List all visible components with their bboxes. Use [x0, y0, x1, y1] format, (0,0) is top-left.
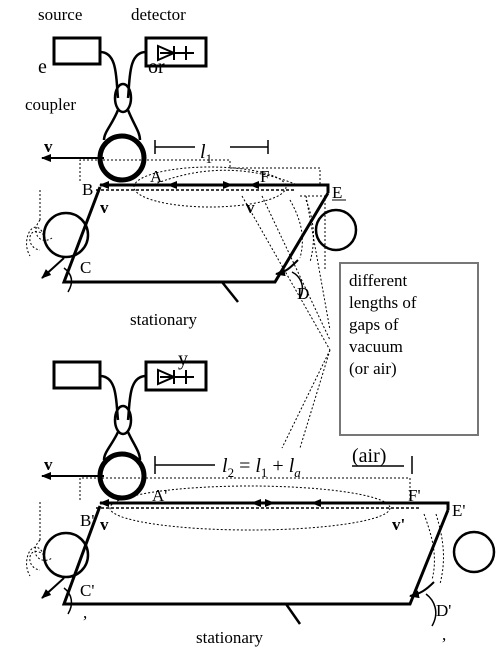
- detector-label: detector: [131, 5, 186, 24]
- fiber-spool: [97, 133, 147, 183]
- stray-y: y: [178, 348, 188, 370]
- caption-stationary-top: stationary: [130, 310, 198, 329]
- comma-right: ,: [442, 625, 446, 644]
- fiber-spool-bottom: [97, 451, 147, 501]
- note-line: vacuum: [349, 337, 403, 356]
- gap-note: different lengths of gaps of vacuum (or …: [339, 262, 479, 436]
- air-label: (air): [352, 445, 386, 467]
- velocity-label-F-prime: v': [392, 515, 405, 534]
- stray-or: or: [148, 56, 165, 78]
- diode-icon: [157, 44, 194, 62]
- comma-left: ,: [83, 603, 87, 622]
- point-D-prime: D': [436, 601, 451, 620]
- point-E: E: [332, 183, 342, 202]
- caption-stationary-bottom: stationary: [196, 628, 264, 647]
- point-C-prime: C': [80, 581, 94, 600]
- point-C: C: [80, 258, 91, 277]
- velocity-label-B: v: [100, 198, 109, 217]
- coupler-icon: [113, 82, 133, 114]
- note-line: lengths of: [349, 293, 417, 312]
- coupler-icon-bottom: [113, 404, 133, 436]
- stray-e: e: [38, 56, 47, 78]
- point-B: B: [82, 180, 93, 199]
- note-line: different: [349, 271, 408, 290]
- velocity-label-B-prime: v: [100, 515, 109, 534]
- point-F: F: [260, 167, 269, 186]
- note-line: gaps of: [349, 315, 399, 334]
- point-E-prime: E': [452, 501, 465, 520]
- point-B-prime: B': [80, 511, 94, 530]
- source-box: [52, 36, 102, 66]
- mirror-right-bottom: [452, 530, 496, 574]
- velocity-label-bottom: v: [44, 455, 53, 474]
- coupler-label: coupler: [25, 95, 76, 114]
- detector-box-bottom: [144, 360, 208, 392]
- velocity-label: v: [44, 137, 53, 156]
- mirror-right-top: [314, 208, 358, 252]
- velocity-label-F: v: [246, 198, 255, 217]
- fiber-leads: [99, 50, 147, 99]
- length-l2: l2 = l1 + la: [222, 455, 301, 480]
- diode-icon: [157, 368, 194, 386]
- point-A-prime: A': [152, 486, 167, 505]
- loop-track-bottom: [61, 501, 450, 606]
- point-A: A: [150, 167, 163, 186]
- length-l1: l1: [200, 141, 212, 166]
- note-line: (or air): [349, 359, 397, 378]
- point-D: D: [297, 284, 309, 303]
- source-label: source: [38, 5, 82, 24]
- source-box-bottom: [52, 360, 102, 390]
- point-F-prime: F': [408, 486, 421, 505]
